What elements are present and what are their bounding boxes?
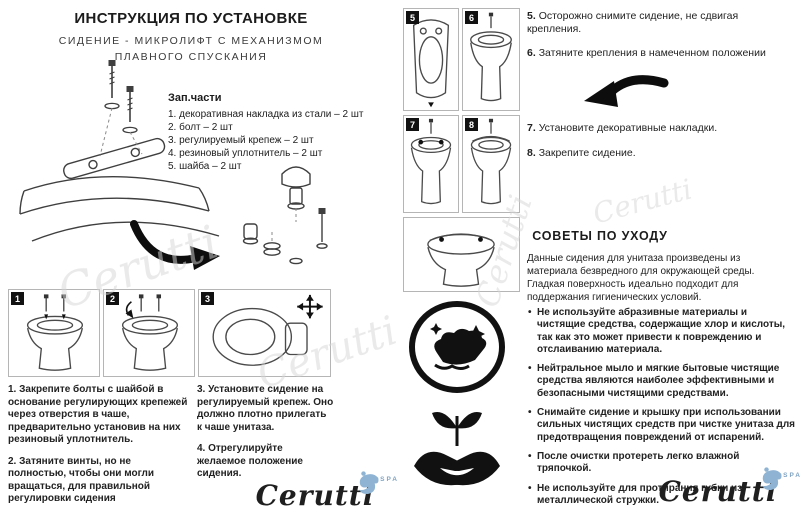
brand-wordmark: Cerutti	[255, 479, 375, 512]
mermaid-icon	[359, 471, 379, 494]
care-tip: Не используйте для протирания губки из м…	[527, 483, 795, 508]
curved-arrow-icon	[584, 75, 669, 107]
install-steps-1-2: 1. Закрепите болты с шайбой в основание …	[8, 384, 189, 515]
care-section-title: СОВЕТЫ ПО УХОДУ	[532, 229, 668, 243]
spa-label: SPA	[380, 476, 399, 483]
step-text: Установите сидение на регулируемый крепе…	[197, 384, 334, 433]
figure-step-1: 1	[8, 289, 100, 377]
step-number: 6.	[527, 47, 536, 59]
install-step: 6. Затяните крепления в намеченном полож…	[527, 47, 779, 60]
step-number: 2.	[8, 455, 17, 467]
install-step: 3. Установите сидение на регулируемый кр…	[197, 384, 334, 434]
step-number: 5.	[527, 10, 536, 22]
install-step: 7. Установите декоративные накладки.	[527, 122, 789, 135]
page-subtitle: СИДЕНИЕ - МИКРОЛИФТ С МЕХАНИЗМОМ ПЛАВНОГ…	[58, 35, 324, 64]
watermark-text: Cerutti	[589, 172, 696, 231]
brand-wordmark: Cerutti	[658, 475, 778, 508]
step-text: Установите декоративные накладки.	[538, 122, 718, 134]
parts-list-item: 3. регулируемый крепеж – 2 шт	[168, 135, 314, 146]
parts-list-item: 2. болт – 2 шт	[168, 122, 233, 133]
step-number: 1.	[8, 384, 17, 395]
finished-toilet-illustration	[404, 218, 519, 291]
figure-final-result	[403, 217, 520, 292]
toilet-bolts-illustration	[9, 290, 99, 376]
parts-list-item: 5. шайба – 2 шт	[168, 161, 242, 172]
step-number-badge: 7	[406, 118, 419, 131]
toilet-tighten-illustration	[104, 290, 194, 376]
hands-plant-eco-icon	[414, 412, 500, 486]
figure-step-6: 6	[462, 8, 520, 111]
care-tips-list: Не используйте абразивные материалы и чи…	[527, 307, 795, 514]
install-step: 8. Закрепите сидение.	[527, 147, 789, 160]
step-text: Осторожно снимите сидение, не сдвигая кр…	[527, 10, 739, 35]
mermaid-icon	[762, 467, 782, 490]
step-text: Закрепите сидение.	[538, 147, 636, 159]
install-steps-3-4: 3. Установите сидение на регулируемый кр…	[197, 384, 334, 490]
step-text: Закрепите болты с шайбой в основание рег…	[8, 384, 188, 445]
care-tip: Нейтральное мыло и мягкие бытовые чистящ…	[527, 363, 795, 400]
install-step: 2. Затяните винты, но не полностью, чтоб…	[8, 456, 189, 506]
parts-list-heading: Зап.части	[168, 92, 222, 104]
decorative-caps-illustration	[404, 116, 458, 212]
figure-step-7: 7	[403, 115, 459, 213]
toilet-seat-adjust-illustration	[199, 290, 330, 376]
step-number-badge: 8	[465, 118, 478, 131]
parts-list-item: 1. декоративная накладка из стали – 2 шт	[168, 109, 364, 120]
no-abrasive-sponge-icon	[409, 301, 505, 393]
spa-label: SPA	[783, 472, 800, 479]
step-number: 4.	[197, 443, 206, 454]
care-tip: Не используйте абразивные материалы и чи…	[527, 307, 795, 356]
curved-arrow-icon	[130, 220, 200, 264]
brand-logo: SPA Cerutti	[233, 471, 397, 530]
seat-underside-illustration	[404, 9, 458, 110]
brand-logo: SPA Cerutti	[636, 467, 800, 528]
exploded-parts-diagram	[19, 60, 328, 270]
step-number-badge: 2	[106, 292, 119, 305]
install-step: 5. Осторожно снимите сидение, не сдвигая…	[527, 10, 779, 36]
step-number-badge: 6	[465, 11, 478, 24]
care-tip: Снимайте сидение и крышку при использова…	[527, 407, 795, 444]
step-number: 3.	[197, 384, 206, 395]
parts-list-item: 4. резиновый уплотнитель – 2 шт	[168, 148, 323, 159]
step-text: Затяните винты, но не полностью, чтобы о…	[8, 455, 155, 505]
install-step: 1. Закрепите болты с шайбой в основание …	[8, 384, 189, 447]
toilet-fastener-illustration	[463, 9, 519, 110]
step-number: 8.	[527, 147, 536, 159]
step-text: Затяните крепления в намеченном положени…	[538, 47, 766, 59]
step-number-badge: 1	[11, 292, 24, 305]
figure-step-3: 3	[198, 289, 331, 377]
step-number-badge: 3	[201, 292, 214, 305]
figure-step-2: 2	[103, 289, 195, 377]
parts-list: Зап.части 1. декоративная накладка из ст…	[168, 92, 388, 173]
step-text: Отрегулируйте желаемое положение сидения…	[197, 443, 303, 479]
step-number: 7.	[527, 122, 536, 134]
page-title: ИНСТРУКЦИЯ ПО УСТАНОВКЕ	[74, 10, 308, 27]
seat-secured-illustration	[463, 116, 519, 212]
figure-step-8: 8	[462, 115, 520, 213]
care-tip: После очистки протереть легко влажной тр…	[527, 451, 795, 476]
step-number-badge: 5	[406, 11, 419, 24]
install-step: 4. Отрегулируйте желаемое положение сиде…	[197, 443, 334, 481]
care-intro-text: Данные сидения для унитаза произведены и…	[527, 253, 755, 303]
figure-step-5: 5	[403, 8, 459, 111]
